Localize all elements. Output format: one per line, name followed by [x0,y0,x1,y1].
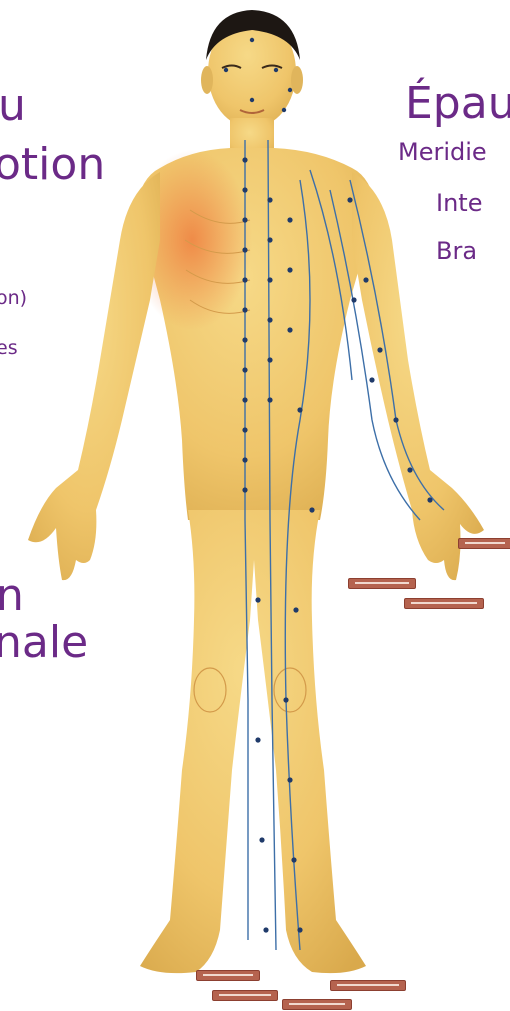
right-list-item: Inte [436,191,482,215]
acupoint-label-tag [458,538,510,549]
acupoint-label-tag [212,990,278,1001]
torso [132,148,376,520]
acupoint-label-tag [330,980,406,991]
head [201,10,303,160]
left-arm-viewer-right [352,172,484,580]
acupoint-label-tag [348,578,416,589]
acupoint-label-tag [282,999,352,1010]
legs [140,510,366,973]
right-list-item-2: Bra [436,239,477,263]
right-heading: Épau [405,82,510,126]
right-arm-viewer-left [28,172,160,580]
acupoint-label-tag [196,970,260,981]
acupoint-label-tag [404,598,484,609]
right-meridian-label: Meridie [398,140,487,164]
